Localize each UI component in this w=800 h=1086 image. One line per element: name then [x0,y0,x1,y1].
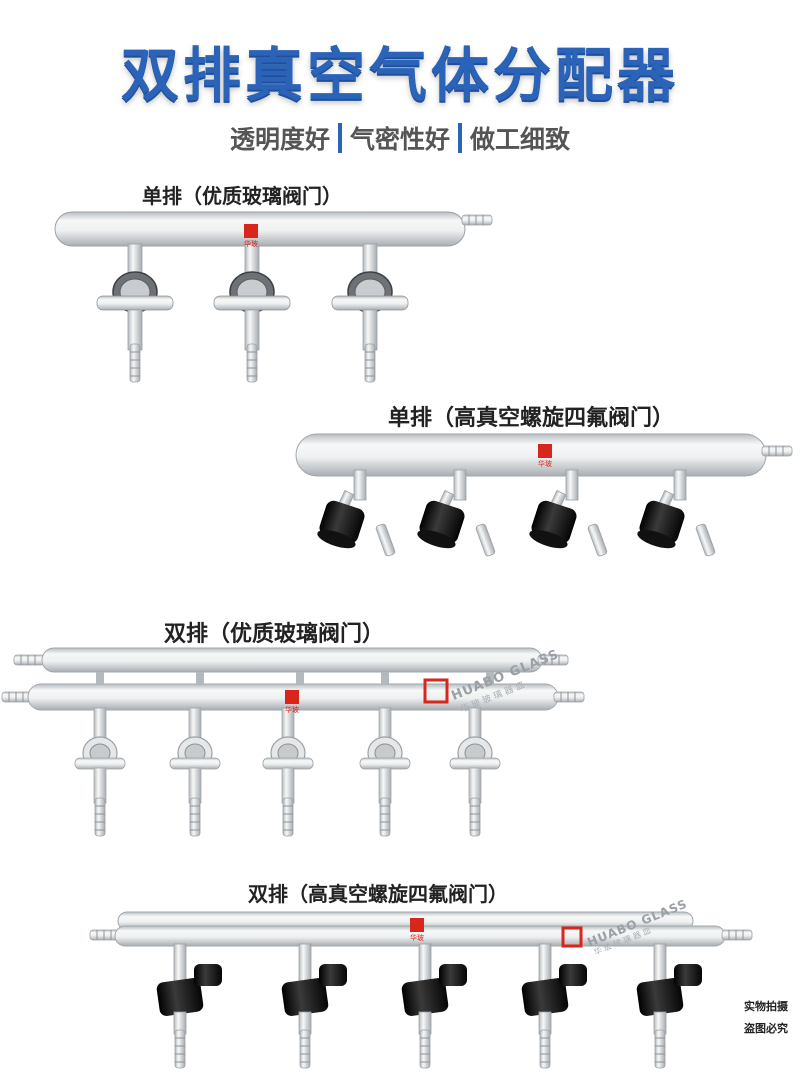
logo-text: 华玻 [244,240,258,248]
feature-divider [458,123,462,153]
feature-airtight: 气密性好 [349,125,450,154]
logo-text: 华玻 [538,460,552,468]
watermark-logo-icon [423,678,583,948]
logo-text: 华玻 [410,934,424,942]
product-single-ptfe [295,433,793,558]
feature-craft: 做工细致 [470,125,571,154]
product-label-single-glass: 单排（优质玻璃阀门） [142,184,342,208]
logo-text: 华玻 [285,706,299,714]
notice-line1: 实物拍摄 [744,1000,788,1013]
product-label-double-glass: 双排（优质玻璃阀门） [164,622,385,647]
notice-line2: 盗图必究 [744,1022,788,1035]
product-label-double-ptfe: 双排（高真空螺旋四氟阀门） [248,882,508,906]
feature-transparency: 透明度好 [229,125,330,154]
product-single-glass [54,211,493,382]
feature-divider [337,123,342,153]
page-title: 双排真空气体分配器 [120,41,679,109]
logo-icon [244,224,552,932]
product-label-single-ptfe: 单排（高真空螺旋四氟阀门） [388,406,675,431]
feature-list: 透明度好 气密性好 做工细致 [0,120,800,156]
